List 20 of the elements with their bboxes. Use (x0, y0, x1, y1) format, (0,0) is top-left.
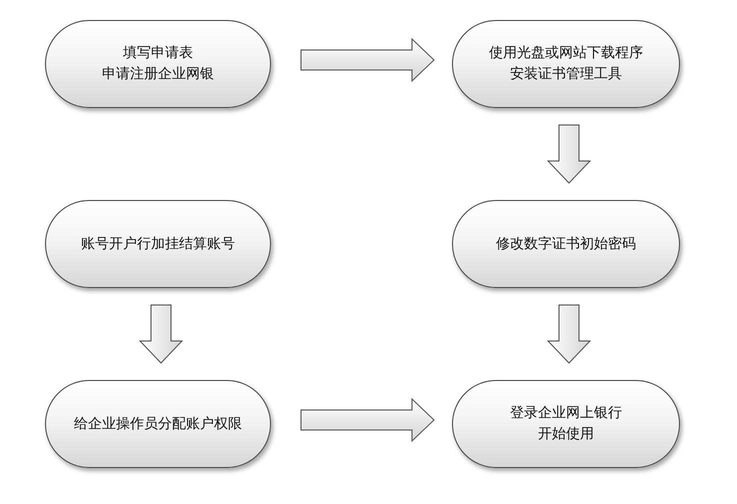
process-pill (45, 20, 271, 108)
step-text: 使用光盘或网站下载程序 (489, 44, 643, 63)
process-pill (452, 380, 680, 468)
process-pill (452, 20, 680, 108)
step-text: 填写申请表 (123, 44, 193, 63)
block-arrow (546, 124, 592, 184)
process-pill (45, 380, 271, 468)
block-arrow (546, 304, 592, 364)
process-pill (45, 200, 271, 288)
process-pill (452, 200, 680, 288)
block-arrow (300, 38, 435, 82)
step-text: 开始使用 (538, 425, 594, 444)
step-text: 给企业操作员分配账户权限 (74, 414, 242, 434)
step-text: 修改数字证书初始密码 (496, 234, 636, 254)
block-arrow (138, 304, 184, 364)
block-arrow (300, 398, 435, 442)
step-text: 安装证书管理工具 (510, 65, 622, 84)
step-text: 账号开户行加挂结算账号 (81, 234, 235, 254)
step-text: 登录企业网上银行 (510, 404, 622, 423)
step-text: 申请注册企业网银 (102, 65, 214, 84)
